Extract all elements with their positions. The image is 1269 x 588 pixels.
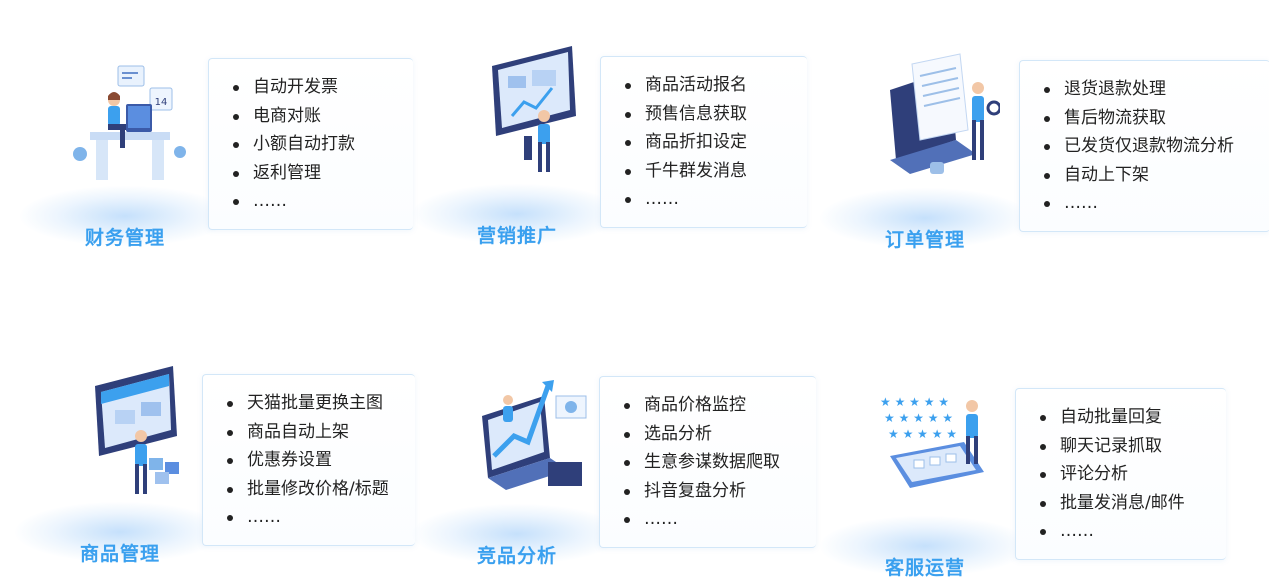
- ground-glow: [820, 516, 1030, 576]
- customer-service-illustration-icon: ★ ★ ★ ★ ★ ★ ★ ★ ★ ★ ★ ★ ★ ★ ★: [880, 395, 984, 488]
- list-item: 退货退款处理: [1020, 75, 1269, 104]
- list-item: 预售信息获取: [601, 100, 807, 129]
- feature-card: 自动开发票 电商对账 小额自动打款 返利管理 ……: [208, 58, 413, 230]
- orders-illustration-icon: [890, 53, 1000, 174]
- list-item: 抖音复盘分析: [600, 477, 816, 506]
- list-item: 商品自动上架: [203, 418, 415, 447]
- feature-card: 商品活动报名 预售信息获取 商品折扣设定 千牛群发消息 ……: [600, 56, 807, 228]
- list-item: ……: [600, 505, 816, 534]
- feature-list: 自动批量回复 聊天记录抓取 评论分析 批量发消息/邮件 ……: [1016, 389, 1226, 546]
- module-title: 营销推广: [476, 225, 557, 247]
- list-item: 商品折扣设定: [601, 128, 807, 157]
- feature-list: 退货退款处理 售后物流获取 已发货仅退款物流分析 自动上下架 ……: [1020, 61, 1269, 218]
- module-orders: 订单管理 退货退款处理 售后物流获取 已发货仅退款物流分析 自动上下架 ……: [820, 53, 1269, 260]
- list-item: 评论分析: [1016, 460, 1226, 489]
- list-item: 商品活动报名: [601, 71, 807, 100]
- list-item: 电商对账: [209, 102, 413, 131]
- competitor-illustration-icon: [482, 380, 587, 490]
- list-item: 千牛群发消息: [601, 157, 807, 186]
- finance-illustration-icon: 14: [73, 65, 186, 180]
- products-illustration-icon: [95, 366, 179, 494]
- module-marketing: 营销推广 商品活动报名 预售信息获取 商品折扣设定 千牛群发消息 ……: [412, 46, 832, 256]
- list-item: 自动开发票: [209, 73, 413, 102]
- ground-glow: [20, 186, 230, 246]
- feature-list: 自动开发票 电商对账 小额自动打款 返利管理 ……: [209, 59, 413, 216]
- list-item: 生意参谋数据爬取: [600, 448, 816, 477]
- module-title: 竞品分析: [476, 545, 557, 567]
- list-item: 返利管理: [209, 159, 413, 188]
- list-item: 自动上下架: [1020, 161, 1269, 190]
- module-title: 商品管理: [79, 543, 160, 565]
- module-finance: 14 财务管理 自动开发票 电商对账 小额自动打款 返利管理 ……: [20, 58, 440, 258]
- feature-card: 退货退款处理 售后物流获取 已发货仅退款物流分析 自动上下架 ……: [1019, 60, 1269, 232]
- feature-card: 天猫批量更换主图 商品自动上架 优惠券设置 批量修改价格/标题 ……: [202, 374, 415, 546]
- module-title: 订单管理: [884, 229, 965, 251]
- list-item: 聊天记录抓取: [1016, 432, 1226, 461]
- list-item: 天猫批量更换主图: [203, 389, 415, 418]
- module-title: 财务管理: [84, 227, 165, 249]
- list-item: ……: [1020, 189, 1269, 218]
- feature-list: 天猫批量更换主图 商品自动上架 优惠券设置 批量修改价格/标题 ……: [203, 375, 415, 532]
- module-customer-service: ★ ★ ★ ★ ★ ★ ★ ★ ★ ★ ★ ★ ★ ★ ★ 客服运营 自动批量回…: [820, 388, 1240, 588]
- feature-card: 自动批量回复 聊天记录抓取 评论分析 批量发消息/邮件 ……: [1015, 388, 1226, 560]
- list-item: 优惠券设置: [203, 446, 415, 475]
- list-item: 自动批量回复: [1016, 403, 1226, 432]
- list-item: 已发货仅退款物流分析: [1020, 132, 1269, 161]
- ground-glow: [412, 504, 622, 564]
- feature-card: 商品价格监控 选品分析 生意参谋数据爬取 抖音复盘分析 ……: [599, 376, 816, 548]
- ground-glow: [820, 188, 1030, 248]
- list-item: 选品分析: [600, 420, 816, 449]
- calendar-day: 14: [155, 97, 168, 108]
- list-item: 售后物流获取: [1020, 104, 1269, 133]
- list-item: 批量修改价格/标题: [203, 475, 415, 504]
- list-item: ……: [209, 187, 413, 216]
- list-item: ……: [1016, 517, 1226, 546]
- svg-text:★ ★ ★ ★ ★: ★ ★ ★ ★ ★: [884, 411, 953, 425]
- marketing-illustration-icon: [492, 46, 576, 172]
- ground-glow: [15, 502, 225, 562]
- feature-list: 商品价格监控 选品分析 生意参谋数据爬取 抖音复盘分析 ……: [600, 377, 816, 534]
- svg-text:★ ★ ★ ★ ★: ★ ★ ★ ★ ★: [880, 395, 949, 409]
- module-products: 商品管理 天猫批量更换主图 商品自动上架 优惠券设置 批量修改价格/标题 ……: [15, 366, 435, 574]
- svg-text:★ ★ ★ ★ ★: ★ ★ ★ ★ ★: [888, 427, 957, 441]
- list-item: ……: [601, 185, 807, 214]
- list-item: ……: [203, 503, 415, 532]
- module-competitor: 竞品分析 商品价格监控 选品分析 生意参谋数据爬取 抖音复盘分析 ……: [412, 376, 832, 576]
- module-title: 客服运营: [884, 557, 965, 579]
- list-item: 批量发消息/邮件: [1016, 489, 1226, 518]
- feature-list: 商品活动报名 预售信息获取 商品折扣设定 千牛群发消息 ……: [601, 57, 807, 214]
- list-item: 商品价格监控: [600, 391, 816, 420]
- list-item: 小额自动打款: [209, 130, 413, 159]
- ground-glow: [412, 184, 622, 244]
